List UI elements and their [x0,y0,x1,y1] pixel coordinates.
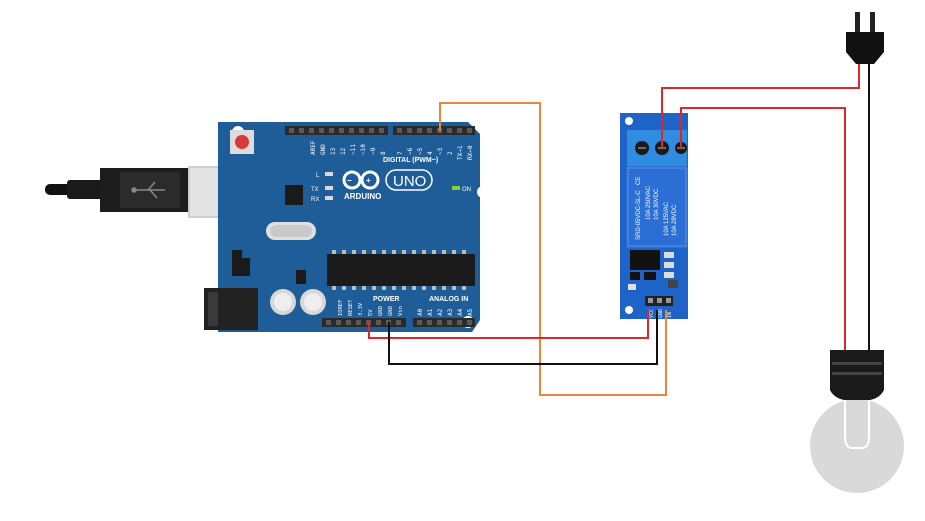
digital-label: DIGITAL (PWM~) [383,157,438,164]
led-tx-label: TX [311,187,319,193]
microcontroller-chip [327,254,475,286]
pin-label: A0 [417,308,424,316]
pin-label: GND [378,306,384,316]
digital-header-left [285,126,388,135]
pin-label: IOREF [338,299,344,316]
led-rx-label: RX [311,197,319,203]
bulb-filament [844,396,870,449]
relay-model: SRD-05VDC-SL-C [636,190,642,240]
pin-label: A3 [447,308,454,316]
analog-label: ANALOG IN [429,296,468,303]
smd-resistor [664,262,674,268]
pin-label: ~10 [360,144,367,155]
mounting-hole [625,117,633,125]
pin-label: 3.3V [358,302,364,316]
wire-red-mains-2[interactable] [680,107,846,352]
pin-label: RX←0 [467,145,474,160]
optocoupler [630,250,660,270]
pin-label: ~11 [350,144,357,155]
voltage-regulator [232,258,250,276]
power-pin-labels: IOREF RESET 3.3V 5V GND GND Vin [338,299,404,316]
pin-label: IN [667,312,673,318]
pin-label: VCC [649,309,655,318]
pin-label: 8 [380,151,387,155]
wire-red-mains-1[interactable] [661,60,860,148]
pin-label: A5 [467,308,474,316]
analog-pin-labels: A0 A1 A2 A3 A4 A5 [417,308,474,316]
led-tx [325,186,333,190]
arduino-uno-board: AREF GND 13 12 ~11 ~10 ~9 8 7 ~6 ~5 4 ~3… [204,122,489,332]
relay-module: SRD-05VDC-SL-C 10A 250VAC 10A 30VDC 10A … [620,113,688,319]
power-header [322,318,406,327]
pin-label: Vin [398,306,404,316]
digital-pin-labels: AREF GND 13 12 ~11 ~10 ~9 8 7 ~6 ~5 4 ~3… [310,140,474,160]
pin-label: 12 [340,147,347,155]
pin-label: RESET [348,299,354,316]
led-l [325,172,333,176]
pin-label: 2 [447,151,454,155]
relay-rating: 10A 30VDC [654,188,660,220]
light-bulb [810,350,904,493]
wire-orange-signal[interactable] [439,102,667,396]
pin-label: GND [320,144,327,155]
relay-cube [626,166,688,248]
pin-label: ~5 [417,147,424,155]
pin-label: ~9 [370,147,377,155]
pin-label: ~6 [407,147,414,155]
pin-label: ~3 [437,147,444,155]
reset-button[interactable] [235,135,249,149]
relay-rating: 10A 250VAC [646,185,652,220]
relay-pin-labels: VCC GND IN [649,309,673,318]
svg-text:+: + [366,176,371,185]
pin-label: 5V [368,309,374,316]
power-label: POWER [373,296,399,303]
pin-label: 4 [427,151,434,155]
relay-rating: 10A 125VAC [664,201,670,236]
ce-mark: CE [636,177,642,185]
smd-resistor [664,252,674,258]
pin-label: AREF [310,140,317,155]
led-l-label: L [316,173,320,179]
relay-rating: 10A 28VDC [672,204,678,236]
svg-text:−: − [347,176,352,185]
pin-label: A2 [437,308,444,316]
digital-header-right [393,126,475,135]
analog-header [413,318,475,327]
uno-badge [385,169,433,191]
model-label: UNO [393,173,426,190]
pin-label: 13 [330,147,337,155]
arduino-logo [342,170,380,190]
pin-label: A1 [427,308,434,316]
usb-chip [285,185,303,205]
pin-label: 7 [397,151,404,155]
brand-label: ARDUINO [344,192,381,201]
power-plug [846,12,884,64]
pin-label: A4 [457,308,464,316]
wire-black-gnd[interactable] [388,310,658,365]
mounting-hole [625,306,633,314]
usb-icon [131,181,165,199]
led-on [452,186,460,190]
mounting-hole [477,186,489,198]
pin-label: GND [388,306,394,316]
pin-label: GND [658,309,664,318]
led-rx [325,196,333,200]
pin-label: TX→1 [457,145,464,160]
transistor [644,272,656,280]
wire-red-5v[interactable] [368,310,649,339]
led-on-label: ON [462,187,471,193]
